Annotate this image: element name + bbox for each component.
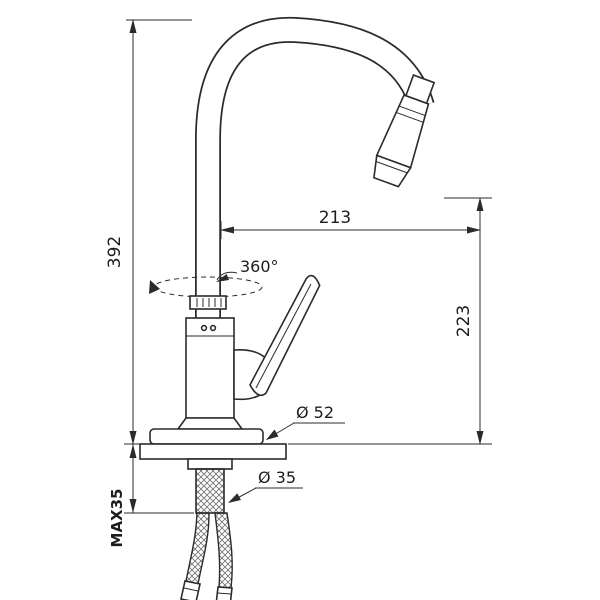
spray-head xyxy=(373,74,436,188)
spout-reach-label: 213 xyxy=(319,208,351,228)
dimension-spout-reach: 213 xyxy=(220,208,481,239)
body-base-flare xyxy=(176,417,244,430)
annotation-base-diameter: Ø 52 xyxy=(266,403,345,440)
base-diameter-label: Ø 52 xyxy=(296,403,334,422)
hose-left-fitting xyxy=(180,580,201,600)
base-plate xyxy=(149,428,264,445)
handle-lever xyxy=(249,274,321,396)
faucet-figure xyxy=(139,16,436,600)
max-thickness-label: MAX35 xyxy=(108,489,126,548)
supply-hoses xyxy=(180,512,233,600)
swivel-angle-label: 360° xyxy=(240,257,279,276)
countertop-slab xyxy=(139,443,287,460)
dimension-max-thickness: MAX35 xyxy=(108,443,194,548)
total-height-label: 392 xyxy=(105,236,125,268)
swivel-collar xyxy=(189,295,227,310)
hole-diameter-label: Ø 35 xyxy=(258,468,296,487)
threaded-shank xyxy=(187,458,233,514)
dimension-total-height: 392 xyxy=(105,19,192,445)
annotation-swivel: 360° xyxy=(216,257,279,282)
handle xyxy=(233,274,321,401)
dimension-outlet-height: 223 xyxy=(288,197,492,445)
outlet-height-label: 223 xyxy=(454,305,474,337)
hose-left xyxy=(185,512,210,585)
gooseneck-spout xyxy=(195,16,435,334)
hose-right xyxy=(214,512,233,589)
annotation-hole-diameter: Ø 35 xyxy=(228,468,303,503)
faucet-body xyxy=(185,317,235,419)
rotation-arrow-icon xyxy=(149,280,160,294)
